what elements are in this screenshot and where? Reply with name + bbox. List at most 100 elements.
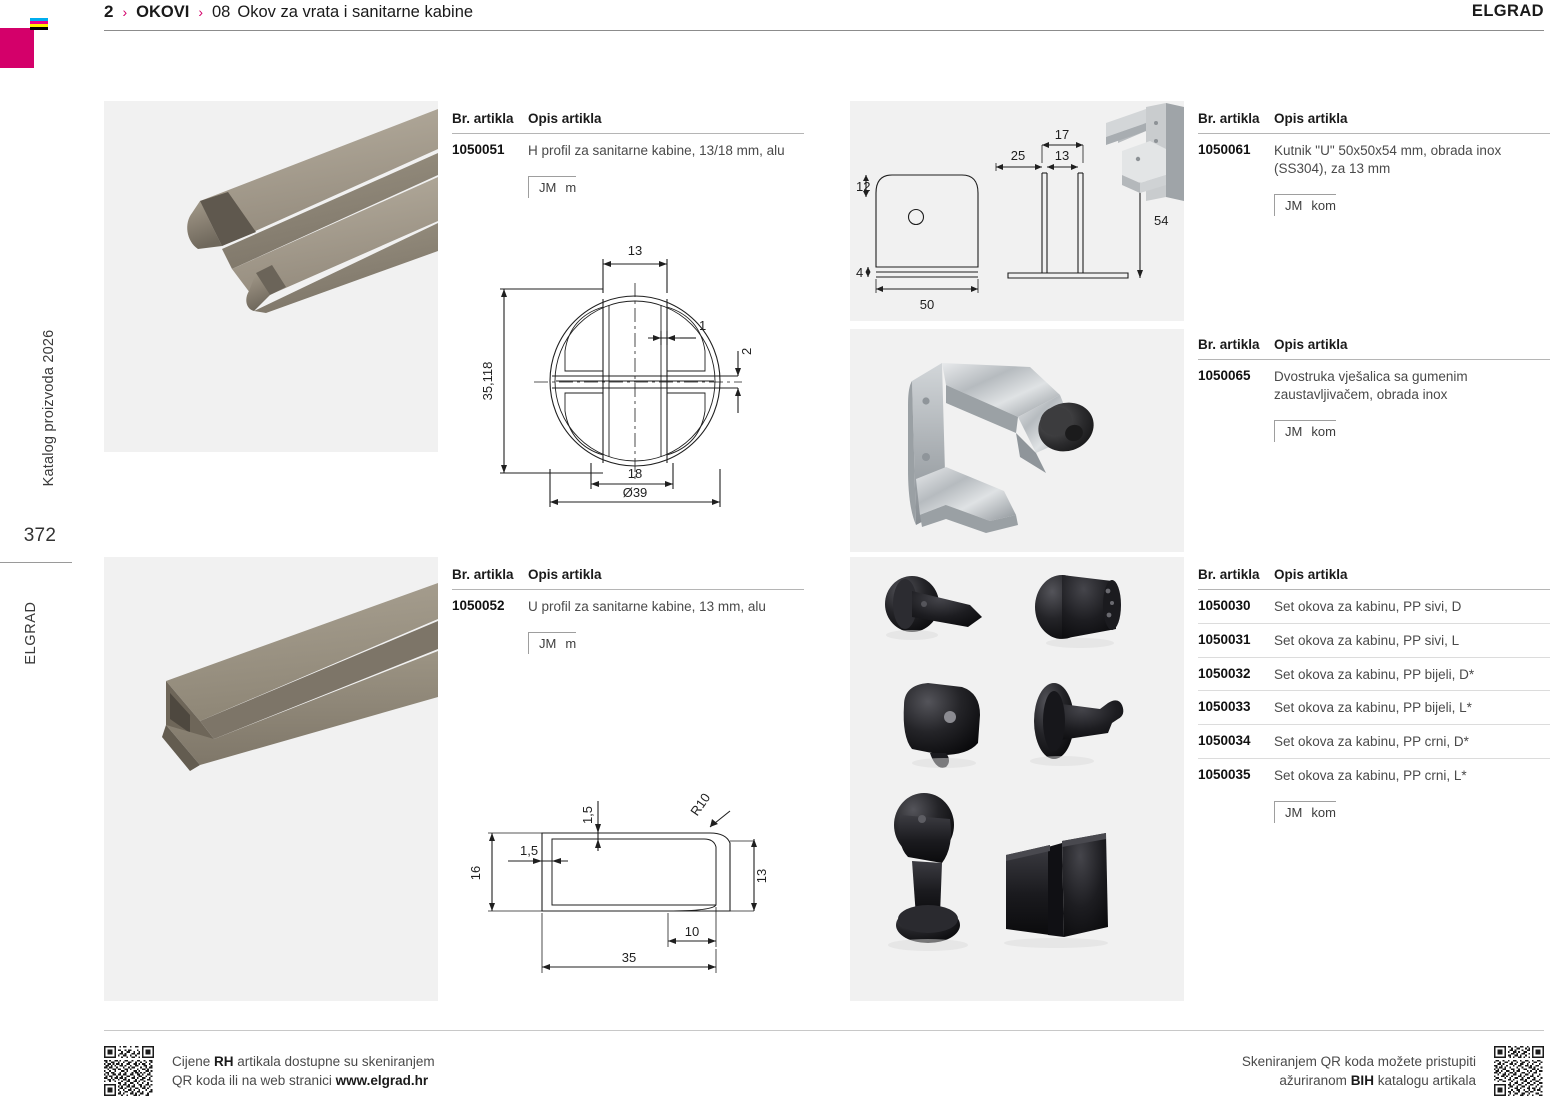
col-header-article-no: Br. artikla: [452, 567, 514, 582]
dim-d39: Ø39: [623, 485, 648, 500]
qr-code-rh-icon[interactable]: [104, 1046, 154, 1096]
spine-page-number: 372: [23, 525, 57, 546]
hw-hinge: [1004, 833, 1108, 948]
dim-54: 54: [1154, 213, 1168, 228]
footer-right-line2-b: BIH: [1350, 1073, 1374, 1088]
header-brand-logo: ELGRAD: [1471, 2, 1544, 20]
table-row[interactable]: 1050033 Set okova za kabinu, PP bijeli, …: [1198, 691, 1550, 726]
jm-value: m: [565, 179, 577, 195]
footer-left-line1: Cijene RH artikala dostupne su skeniranj…: [172, 1052, 435, 1071]
u-bracket-drawing: 12 4 50 25 17 13 54: [850, 101, 1184, 321]
dim-1: 1: [699, 318, 706, 333]
product-panel-1050051: [104, 101, 438, 452]
spec-1050051: Br. artikla Opis artikla 1050051 H profi…: [452, 111, 804, 198]
unit-of-measure: JM m: [528, 175, 577, 198]
cubicle-hardware-set-photo: [850, 557, 1184, 1001]
col-header-description: Opis artikla: [528, 111, 602, 126]
footer-right-line2: ažuriranom BIH katalogu artikala: [1242, 1071, 1476, 1090]
table-row[interactable]: 1050034 Set okova za kabinu, PP crni, D*: [1198, 725, 1550, 760]
dim-13: 13: [1055, 148, 1069, 163]
dim-4: 4: [856, 265, 863, 280]
spine-divider: [0, 562, 72, 563]
breadcrumb-separator-icon: ›: [122, 4, 128, 20]
table-row[interactable]: 1050065 Dvostruka vješalica sa gumenim z…: [1198, 360, 1550, 411]
spec-header-row: Br. artikla Opis artikla: [1198, 567, 1550, 590]
footer-right-line2-a: ažuriranom: [1279, 1073, 1351, 1088]
drawing-1050051: 13 1 2 35,118 18 Ø39: [470, 231, 800, 521]
cmyk-registration-bar: [30, 18, 48, 33]
article-description: U profil za sanitarne kabine, 13 mm, alu: [528, 599, 766, 614]
breadcrumb-category[interactable]: OKOVI: [136, 3, 190, 21]
footer-left-line1-c: artikala dostupne su skeniranjem: [233, 1053, 435, 1069]
table-row[interactable]: 1050030 Set okova za kabinu, PP sivi, D: [1198, 590, 1550, 624]
table-row[interactable]: 1050035 Set okova za kabinu, PP crni, L*: [1198, 759, 1550, 792]
page-footer: Cijene RH artikala dostupne su skeniranj…: [96, 1030, 1550, 1108]
article-description: Set okova za kabinu, PP sivi, L: [1274, 632, 1460, 648]
table-row[interactable]: 1050052 U profil za sanitarne kabine, 13…: [452, 590, 804, 623]
unit-of-measure: JM kom: [1274, 800, 1336, 823]
qr-code-bih-icon[interactable]: [1494, 1046, 1544, 1096]
table-row[interactable]: 1050051 H profil za sanitarne kabine, 13…: [452, 134, 804, 167]
product-panel-hardware-set: [850, 557, 1184, 1001]
col-header-article-no: Br. artikla: [1198, 111, 1260, 126]
dim-1-5-vertical: 1,5: [580, 806, 595, 824]
jm-label: JM: [539, 179, 557, 195]
hw-turn-latch: [885, 576, 982, 640]
u-profile-photo: [104, 557, 438, 1001]
dim-13: 13: [754, 869, 769, 883]
article-number: 1050052: [452, 598, 505, 613]
spec-1050052: Br. artikla Opis artikla 1050052 U profi…: [452, 567, 804, 654]
dim-1-5-horizontal: 1,5: [520, 843, 538, 858]
product-panel-1050061: 12 4 50 25 17 13 54: [850, 101, 1184, 321]
article-number: 1050033: [1198, 699, 1251, 715]
breadcrumb-page-number: 2: [104, 2, 114, 21]
table-row[interactable]: 1050031 Set okova za kabinu, PP sivi, L: [1198, 624, 1550, 658]
footer-left-text: Cijene RH artikala dostupne su skeniranj…: [172, 1052, 435, 1090]
dim-35118: 35,118: [480, 362, 495, 401]
jm-label: JM: [1285, 804, 1303, 820]
col-header-article-no: Br. artikla: [452, 111, 514, 126]
col-header-description: Opis artikla: [528, 567, 602, 582]
dim-10: 10: [685, 924, 699, 939]
footer-left-line2: QR koda ili na web stranici www.elgrad.h…: [172, 1071, 435, 1090]
article-description: Set okova za kabinu, PP crni, D*: [1274, 734, 1469, 750]
footer-left-block: Cijene RH artikala dostupne su skeniranj…: [104, 1046, 435, 1096]
article-number: 1050030: [1198, 598, 1251, 613]
product-panel-1050052: [104, 557, 438, 1001]
footer-right-text: Skeniranjem QR koda možete pristupiti až…: [1242, 1052, 1476, 1090]
jm-value: kom: [1311, 197, 1336, 213]
col-header-description: Opis artikla: [1274, 111, 1348, 126]
hw-floor-leg: [888, 793, 968, 951]
footer-website-link[interactable]: www.elgrad.hr: [335, 1073, 429, 1088]
dim-25: 25: [1011, 148, 1025, 163]
dim-r10: R10: [687, 790, 713, 818]
table-row[interactable]: 1050061 Kutnik "U" 50x50x54 mm, obrada i…: [1198, 134, 1550, 185]
dim-12: 12: [856, 179, 870, 194]
dim-2: 2: [739, 348, 754, 355]
col-header-description: Opis artikla: [1274, 567, 1348, 582]
col-header-article-no: Br. artikla: [1198, 567, 1260, 582]
spec-hardware-set: Br. artikla Opis artikla 1050030 Set oko…: [1198, 567, 1550, 823]
footer-right-block: Skeniranjem QR koda možete pristupiti až…: [1242, 1046, 1544, 1096]
spec-header-row: Br. artikla Opis artikla: [1198, 111, 1550, 134]
table-row[interactable]: 1050032 Set okova za kabinu, PP bijeli, …: [1198, 658, 1550, 692]
dim-18: 18: [628, 466, 642, 481]
spine-catalog-label: Katalog proizvoda 2026: [41, 329, 57, 487]
article-description: H profil za sanitarne kabine, 13/18 mm, …: [528, 143, 785, 158]
u-bracket-render: [1106, 103, 1184, 201]
article-description: Set okova za kabinu, PP bijeli, L*: [1274, 700, 1472, 716]
article-number: 1050031: [1198, 631, 1251, 647]
dim-17: 17: [1055, 127, 1069, 142]
hw-wall-hook: [1030, 683, 1124, 766]
spec-1050061: Br. artikla Opis artikla 1050061 Kutnik …: [1198, 111, 1550, 216]
hw-round-lock: [1035, 575, 1121, 648]
drawing-1050052: 1,5 R10 1,5 16 13 10 35: [464, 781, 804, 996]
article-description: Set okova za kabinu, PP sivi, D: [1274, 599, 1462, 614]
header-divider: [104, 30, 1544, 31]
jm-value: kom: [1311, 804, 1336, 820]
jm-value: m: [565, 635, 577, 651]
page-spine: Katalog proizvoda 2026 372 ELGRAD: [0, 0, 96, 1108]
hw-coat-hook: [903, 683, 980, 768]
